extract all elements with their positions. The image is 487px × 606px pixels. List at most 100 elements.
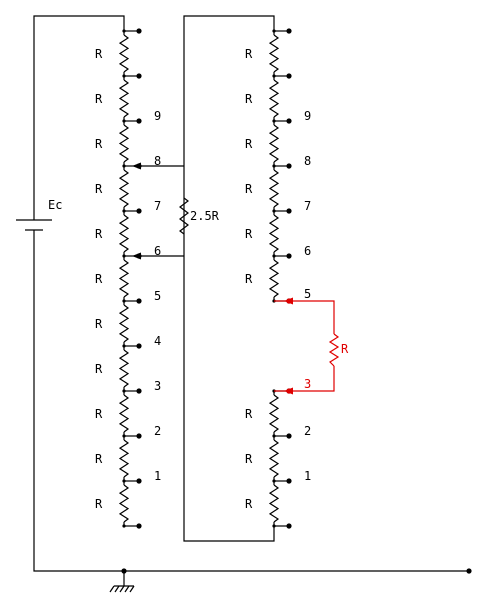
resistor-2-5r-label: 2.5R bbox=[190, 209, 220, 223]
tap-number: 2 bbox=[154, 424, 161, 438]
tap-terminal bbox=[136, 208, 142, 214]
tap-terminal bbox=[286, 208, 292, 214]
resistor-label: R bbox=[245, 497, 253, 511]
tap-number: 4 bbox=[154, 334, 161, 348]
resistor-label: R bbox=[95, 317, 103, 331]
jumper-circuit bbox=[274, 297, 340, 395]
resistor bbox=[118, 349, 130, 388]
tap-junction bbox=[122, 524, 126, 528]
tap-number: 6 bbox=[154, 244, 161, 258]
resistor bbox=[118, 394, 130, 433]
resistor-label: R bbox=[245, 137, 253, 151]
tap-junction bbox=[122, 434, 126, 438]
tap-number: 6 bbox=[304, 244, 311, 258]
tap-number: 7 bbox=[154, 199, 161, 213]
tap-number: 9 bbox=[154, 109, 161, 123]
jumper-node-top bbox=[286, 298, 292, 304]
resistor bbox=[118, 259, 130, 298]
tap-terminal bbox=[136, 478, 142, 484]
tap-number: 5 bbox=[154, 289, 161, 303]
resistor bbox=[268, 34, 280, 73]
jumper-resistor-label: R bbox=[341, 342, 349, 356]
tap-terminal bbox=[136, 118, 142, 124]
resistor bbox=[118, 214, 130, 253]
tap-number: 9 bbox=[304, 109, 311, 123]
tap-junction bbox=[272, 254, 276, 258]
ground-symbol bbox=[109, 571, 135, 593]
tap-junction bbox=[272, 164, 276, 168]
jumper-node-bottom bbox=[286, 388, 292, 394]
resistor bbox=[268, 79, 280, 118]
resistor-label: R bbox=[95, 182, 103, 196]
tap-number: 8 bbox=[154, 154, 161, 168]
resistor bbox=[118, 79, 130, 118]
resistor bbox=[118, 169, 130, 208]
resistor bbox=[118, 124, 130, 163]
source-wire bbox=[33, 15, 125, 220]
tap-number: 2 bbox=[304, 424, 311, 438]
tap-terminal bbox=[136, 388, 142, 394]
tap-number: 7 bbox=[304, 199, 311, 213]
source-wire-lower bbox=[33, 230, 469, 572]
tap-junction bbox=[272, 74, 276, 78]
tap-junction bbox=[122, 74, 126, 78]
tap-terminal bbox=[286, 253, 292, 259]
resistor-label: R bbox=[95, 92, 103, 106]
resistor-2-5r bbox=[179, 197, 189, 235]
tap-junction bbox=[122, 389, 126, 393]
tap-junction bbox=[272, 479, 276, 483]
tap-number: 1 bbox=[304, 469, 311, 483]
resistor bbox=[118, 34, 130, 73]
battery-label: Ec bbox=[48, 198, 62, 212]
resistor-label: R bbox=[245, 407, 253, 421]
wiper-arrow-8 bbox=[132, 162, 141, 170]
resistor-label: R bbox=[245, 182, 253, 196]
tap-terminal bbox=[286, 523, 292, 529]
jumper-wire-top bbox=[274, 300, 335, 334]
tap-number: 1 bbox=[154, 469, 161, 483]
tap-number: 3 bbox=[154, 379, 161, 393]
tap-junction bbox=[272, 209, 276, 213]
tap-junction bbox=[122, 164, 126, 168]
tap-terminal bbox=[136, 298, 142, 304]
battery-ec bbox=[16, 219, 52, 231]
resistor bbox=[118, 484, 130, 523]
resistor bbox=[268, 394, 280, 433]
tap-number: 5 bbox=[304, 287, 311, 301]
wiper-arrow-6 bbox=[132, 252, 141, 260]
tap-terminal bbox=[136, 73, 142, 79]
tap-terminal bbox=[286, 118, 292, 124]
resistor-label: R bbox=[95, 47, 103, 61]
jumper-resistor bbox=[328, 333, 340, 367]
resistor bbox=[118, 304, 130, 343]
resistor-label: R bbox=[95, 497, 103, 511]
tap-number: 8 bbox=[304, 154, 311, 168]
tap-junction bbox=[122, 29, 126, 33]
tap-terminal bbox=[136, 433, 142, 439]
resistor-label: R bbox=[245, 92, 253, 106]
resistor-label: R bbox=[245, 227, 253, 241]
tap-junction bbox=[122, 344, 126, 348]
tap-junction bbox=[272, 119, 276, 123]
tap-number: 3 bbox=[304, 377, 311, 391]
resistor-label: R bbox=[95, 407, 103, 421]
resistor bbox=[118, 439, 130, 478]
tap-junction bbox=[122, 479, 126, 483]
tap-terminal bbox=[136, 523, 142, 529]
tap-terminal bbox=[136, 28, 142, 34]
output-terminal bbox=[466, 568, 472, 574]
resistor-label: R bbox=[245, 272, 253, 286]
resistor bbox=[268, 124, 280, 163]
resistor-label: R bbox=[95, 452, 103, 466]
resistor bbox=[268, 259, 280, 298]
tap-terminal bbox=[286, 28, 292, 34]
resistor bbox=[268, 439, 280, 478]
resistor-label: R bbox=[95, 362, 103, 376]
tap-junction bbox=[272, 29, 276, 33]
resistor bbox=[268, 169, 280, 208]
tap-junction bbox=[272, 524, 276, 528]
resistor-label: R bbox=[95, 272, 103, 286]
jumper-wire-bottom bbox=[274, 366, 335, 392]
